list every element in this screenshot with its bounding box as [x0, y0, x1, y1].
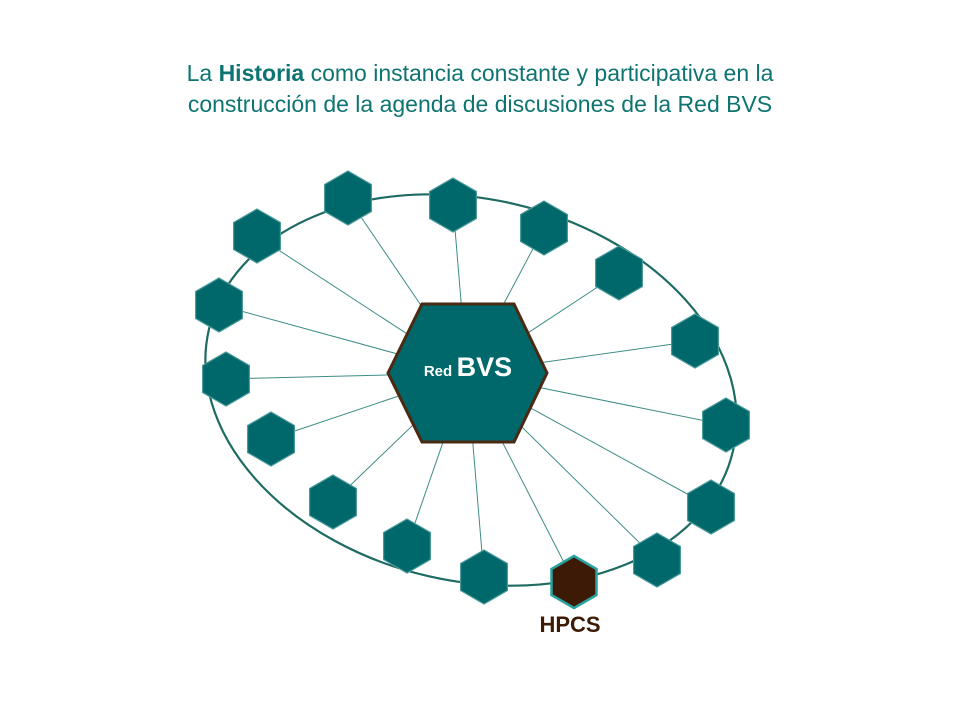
hpcs-label: HPCS	[539, 612, 601, 637]
network-node	[594, 245, 644, 301]
network-node	[701, 397, 751, 453]
network-node	[233, 208, 281, 264]
network-node	[202, 351, 250, 407]
network-node	[309, 474, 357, 530]
network-node	[429, 177, 477, 233]
hub-label-big: BVS	[456, 352, 513, 382]
network-node	[670, 313, 720, 369]
network-node	[460, 549, 508, 605]
title-line1-before: La	[186, 60, 219, 86]
network-node	[632, 532, 682, 588]
title-line2: construcción de la agenda de discusiones…	[187, 91, 773, 117]
network-node	[686, 479, 736, 535]
hub-label-small: Red	[423, 363, 453, 380]
hpcs-node	[550, 554, 598, 610]
network-node	[383, 518, 431, 574]
network-node	[195, 277, 243, 333]
hub-hexagon	[386, 302, 549, 444]
ring-ellipse	[204, 193, 738, 587]
title-highlight: Historia	[218, 60, 305, 86]
page-title: La Historia como instancia constante y p…	[0, 58, 960, 120]
hub-label: Red BVS	[388, 352, 548, 383]
network-node	[519, 200, 569, 256]
title-line1-after: como instancia constante y participativa…	[304, 60, 774, 86]
network-node	[247, 411, 295, 467]
network-node	[324, 170, 372, 226]
